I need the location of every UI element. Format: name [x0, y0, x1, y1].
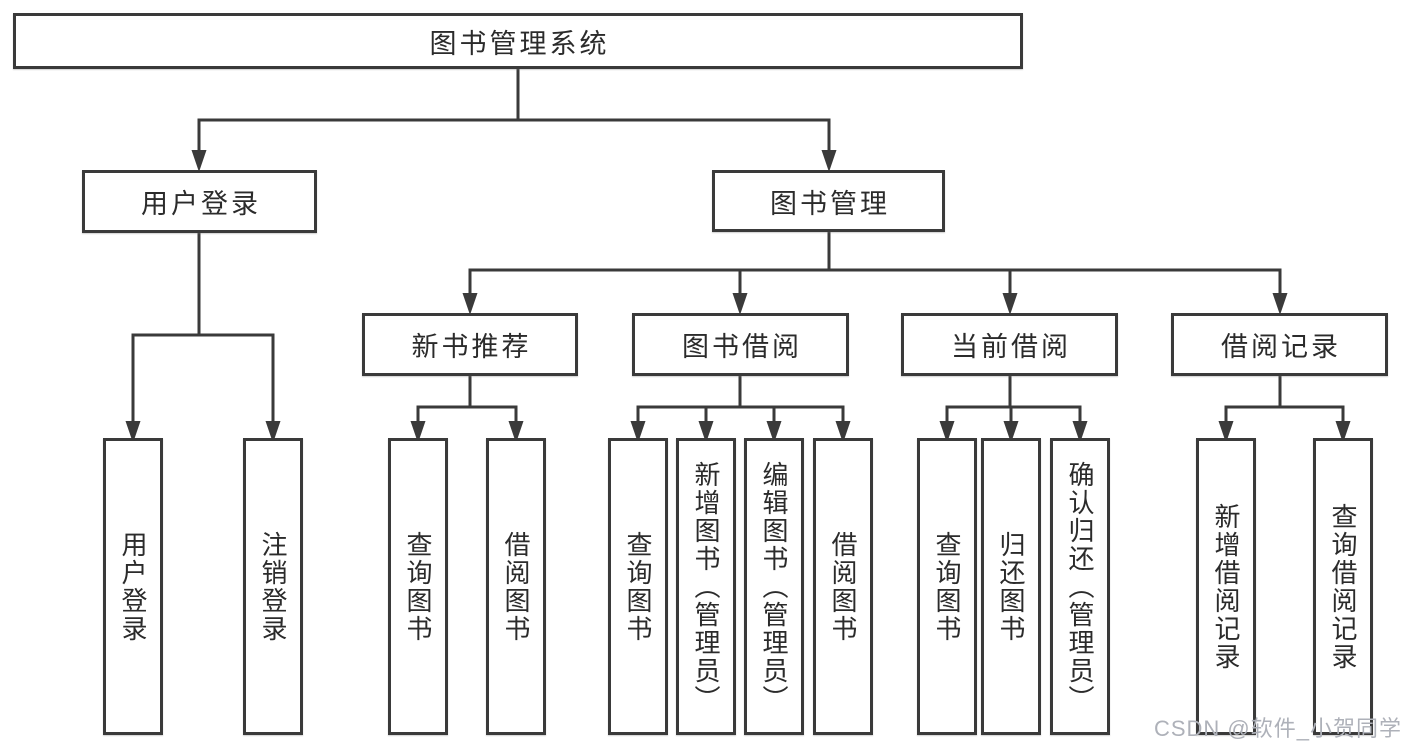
node-query-books-recommend: 查询图书	[388, 438, 448, 735]
node-query-books-borrowing: 查询图书	[608, 438, 668, 735]
node-query-borrow-record: 查询借阅记录	[1313, 438, 1373, 735]
node-user-login: 用户登录	[82, 170, 317, 233]
node-user-login-leaf: 用户登录	[103, 438, 163, 735]
node-borrow-books-recommend: 借阅图书	[486, 438, 546, 735]
node-add-borrow-record: 新增借阅记录	[1196, 438, 1256, 735]
node-borrowing-records: 借阅记录	[1171, 313, 1388, 376]
node-logout-leaf: 注销登录	[243, 438, 303, 735]
node-book-management-system: 图书管理系统	[13, 13, 1023, 69]
node-return-books: 归还图书	[981, 438, 1041, 735]
node-confirm-return-admin: 确认归还（管理员）	[1050, 438, 1110, 735]
node-edit-books-admin: 编辑图书（管理员）	[744, 438, 804, 735]
node-borrow-books-leaf: 借阅图书	[813, 438, 873, 735]
node-current-borrowing: 当前借阅	[901, 313, 1118, 376]
node-book-management: 图书管理	[712, 170, 945, 232]
node-book-borrowing: 图书借阅	[632, 313, 849, 376]
node-new-book-recommend: 新书推荐	[362, 313, 578, 376]
arrowheads	[125, 150, 1351, 443]
node-query-books-current: 查询图书	[917, 438, 977, 735]
node-add-books-admin: 新增图书（管理员）	[676, 438, 736, 735]
csdn-watermark: CSDN @软件_小贺同学	[1153, 716, 1402, 741]
